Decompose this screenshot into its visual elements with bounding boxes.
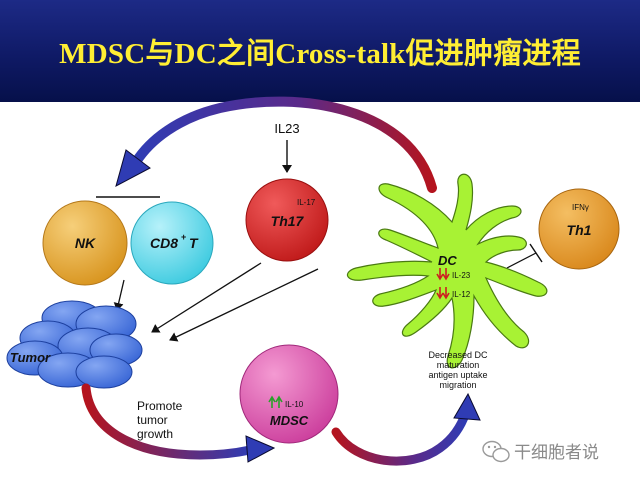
down-arrows-il23 — [436, 268, 450, 281]
dc-th1-inhibition — [506, 243, 543, 269]
th17-to-tumor-arrow — [151, 262, 262, 333]
th17-cell: IL-17 Th17 — [245, 178, 329, 262]
promote-line: tumor — [137, 413, 168, 427]
th1-label: Th1 — [567, 222, 592, 238]
th1-cytokine: IFNγ — [572, 203, 589, 212]
th17-label: Th17 — [271, 213, 305, 229]
cd8-superscript: + — [181, 232, 186, 242]
wechat-icon — [482, 440, 510, 463]
nk-to-tumor-arrow — [113, 279, 125, 311]
dc-effect-line: maturation — [437, 360, 480, 370]
slide-title: MDSC与DC之间Cross-talk促进肿瘤进程 — [59, 38, 581, 70]
dc-cell: DC IL-23 IL-12 — [346, 173, 548, 369]
mdsc-marker: IL-10 — [285, 400, 304, 409]
nk-cell: NK — [42, 200, 128, 286]
cd8-t-suffix: T — [189, 235, 199, 251]
cd8-t-cell: CD8 + T — [130, 201, 214, 285]
dc-marker-il23: IL-23 — [452, 271, 471, 280]
tumor-label: Tumor — [10, 350, 51, 365]
th17-to-tumor-arrow — [169, 268, 319, 342]
dc-effect-line: Decreased DC — [428, 350, 488, 360]
top-feedback-arrow — [115, 96, 437, 193]
up-arrows-il10 — [268, 395, 283, 408]
dc-label: DC — [438, 253, 457, 268]
mdsc-label: MDSC — [270, 413, 309, 428]
mdsc-cell: IL-10 MDSC — [239, 344, 339, 444]
dc-effects-text: Decreased DC maturation antigen uptake m… — [428, 350, 488, 390]
th17-cytokine: IL-17 — [297, 198, 316, 207]
dc-effect-line: antigen uptake — [428, 370, 487, 380]
cd8-label: CD8 — [150, 235, 178, 251]
watermark-text: 干细胞者说 — [514, 443, 599, 462]
promote-growth-text: Promote tumor growth — [137, 399, 183, 441]
tumor-to-mdsc-arrow — [81, 383, 276, 463]
dc-marker-il12: IL-12 — [452, 290, 471, 299]
tumor-cluster: Tumor — [6, 300, 143, 389]
th1-cell: IFNγ Th1 — [538, 188, 620, 270]
promote-line: growth — [137, 427, 173, 441]
mdsc-to-dc-arrow — [331, 392, 481, 466]
nk-label: NK — [75, 235, 96, 251]
title-bar: MDSC与DC之间Cross-talk促进肿瘤进程 — [0, 0, 640, 102]
il23-label: IL23 — [274, 121, 299, 136]
promote-line: Promote — [137, 399, 183, 413]
down-arrows-il12 — [436, 287, 450, 300]
dc-effect-line: migration — [439, 380, 476, 390]
watermark: 干细胞者说 — [482, 440, 599, 463]
